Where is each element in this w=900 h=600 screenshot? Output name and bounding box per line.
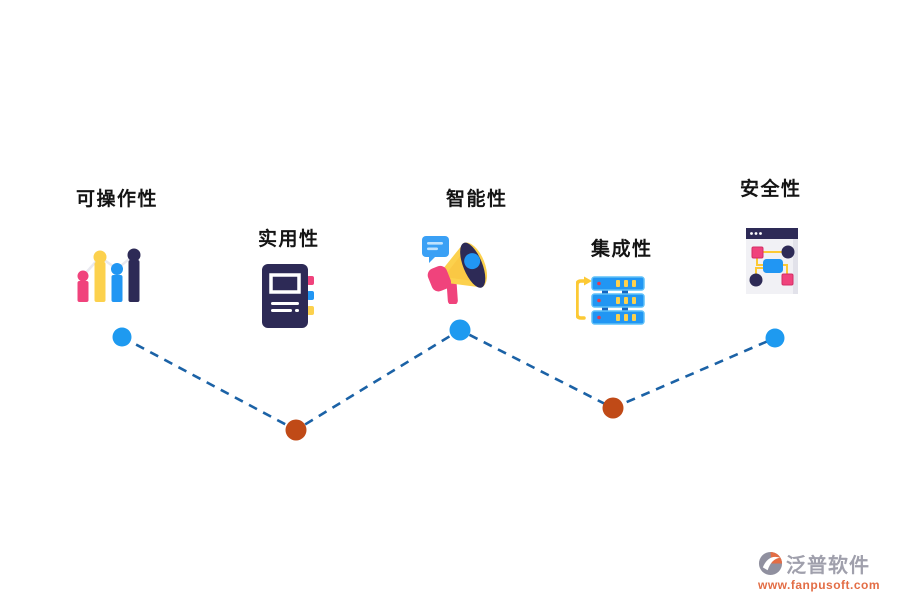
timeline-node-dot <box>602 397 624 419</box>
timeline-node-dot <box>112 327 132 347</box>
feature-label-intelligence: 智能性 <box>446 189 508 210</box>
timeline-node-dot <box>285 419 307 441</box>
server-stack-icon <box>576 276 645 325</box>
timeline-node-dot <box>765 328 785 348</box>
fanpu-logo-icon <box>758 551 783 576</box>
megaphone-icon <box>422 236 488 304</box>
timeline-node-dot <box>449 319 471 341</box>
watermark: 泛普软件 www.fanpusoft.com <box>758 549 894 592</box>
watermark-brand: 泛普软件 <box>786 555 870 577</box>
feature-label-integration: 集成性 <box>591 239 653 260</box>
notebook-icon <box>262 264 314 328</box>
watermark-url: www.fanpusoft.com <box>758 578 881 592</box>
bar-chart-icon <box>77 248 141 302</box>
zigzag-dashed-line <box>121 328 776 432</box>
feature-label-security: 安全性 <box>740 179 802 200</box>
feature-label-operability: 可操作性 <box>76 189 159 210</box>
browser-flowchart-icon <box>746 228 798 294</box>
feature-label-practicality: 实用性 <box>258 229 320 250</box>
